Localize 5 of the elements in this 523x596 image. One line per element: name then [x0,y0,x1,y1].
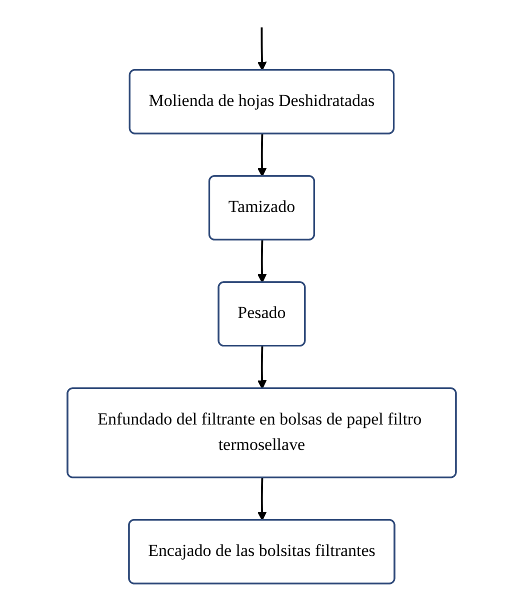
arrow [257,478,266,521]
arrow [257,134,266,177]
arrow [257,27,266,71]
arrow [257,240,266,284]
arrow [257,346,266,390]
